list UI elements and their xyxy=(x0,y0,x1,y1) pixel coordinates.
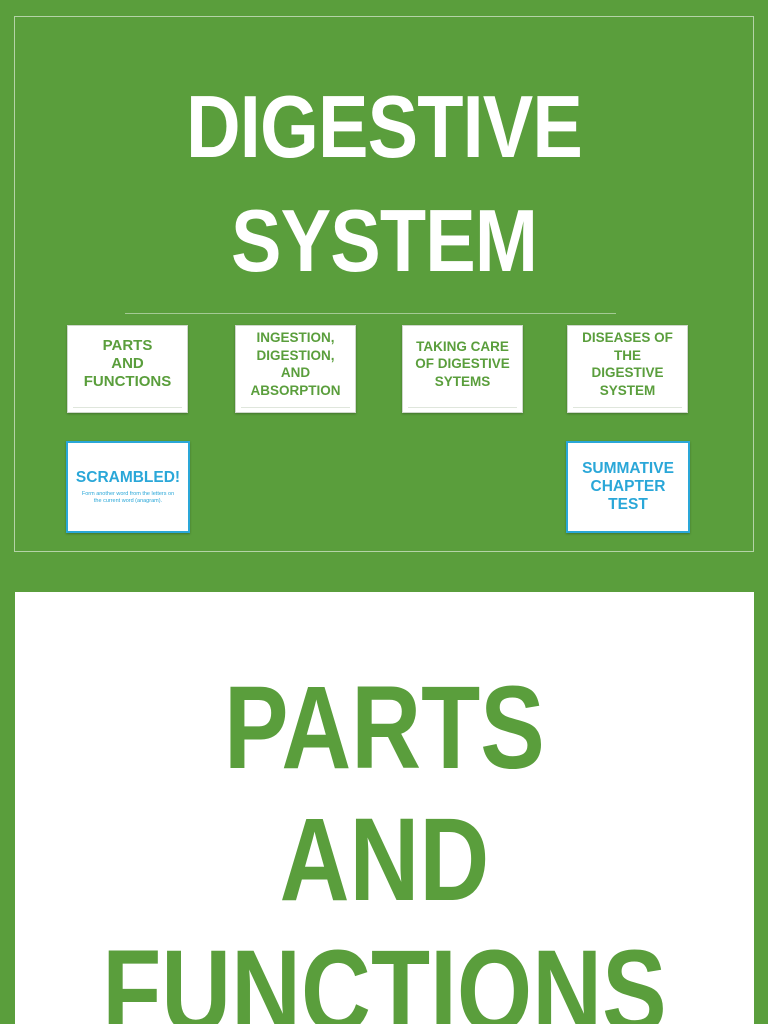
section-title-line1: PARTS xyxy=(224,662,545,794)
section-title: PARTS AND FUNCTIONS xyxy=(81,662,687,1024)
card-subtitle: Form another word from the letters on th… xyxy=(81,491,175,504)
card-label: DISEASES OF THE DIGESTIVE SYSTEM xyxy=(582,330,673,398)
taking-care-link-card[interactable]: TAKING CARE OF DIGESTIVE SYTEMS xyxy=(402,325,523,413)
card-footer-line xyxy=(241,407,350,408)
card-label: INGESTION, DIGESTION, AND ABSORPTION xyxy=(250,330,341,398)
main-title: DIGESTIVE SYSTEM xyxy=(54,70,714,298)
main-title-line2: SYSTEM xyxy=(230,191,538,290)
scrambled-link-card[interactable]: SCRAMBLED! Form another word from the le… xyxy=(66,441,190,533)
card-label: TAKING CARE OF DIGESTIVE SYTEMS xyxy=(415,338,510,389)
card-footer-line xyxy=(573,407,682,408)
card-label: SCRAMBLED! xyxy=(75,469,181,486)
title-divider xyxy=(125,313,616,314)
card-footer-line xyxy=(73,407,182,408)
parts-and-functions-link-card[interactable]: PARTS AND FUNCTIONS xyxy=(67,325,188,413)
ingestion-digestion-absorption-link-card[interactable]: INGESTION, DIGESTION, AND ABSORPTION xyxy=(235,325,356,413)
section-title-line2: AND xyxy=(279,794,490,926)
slide-frame xyxy=(14,16,754,552)
title-slide: DIGESTIVE SYSTEM PARTS AND FUNCTIONS ING… xyxy=(14,16,754,552)
main-title-line1: DIGESTIVE xyxy=(186,77,583,176)
section-title-line3: FUNCTIONS xyxy=(102,926,667,1024)
card-footer-line xyxy=(408,407,517,408)
card-label: PARTS AND FUNCTIONS xyxy=(83,337,172,390)
summative-chapter-test-link-card[interactable]: SUMMATIVE CHAPTER TEST xyxy=(566,441,690,533)
card-label: SUMMATIVE CHAPTER TEST xyxy=(582,460,674,513)
section-slide: PARTS AND FUNCTIONS xyxy=(15,592,754,1024)
diseases-link-card[interactable]: DISEASES OF THE DIGESTIVE SYSTEM xyxy=(567,325,688,413)
